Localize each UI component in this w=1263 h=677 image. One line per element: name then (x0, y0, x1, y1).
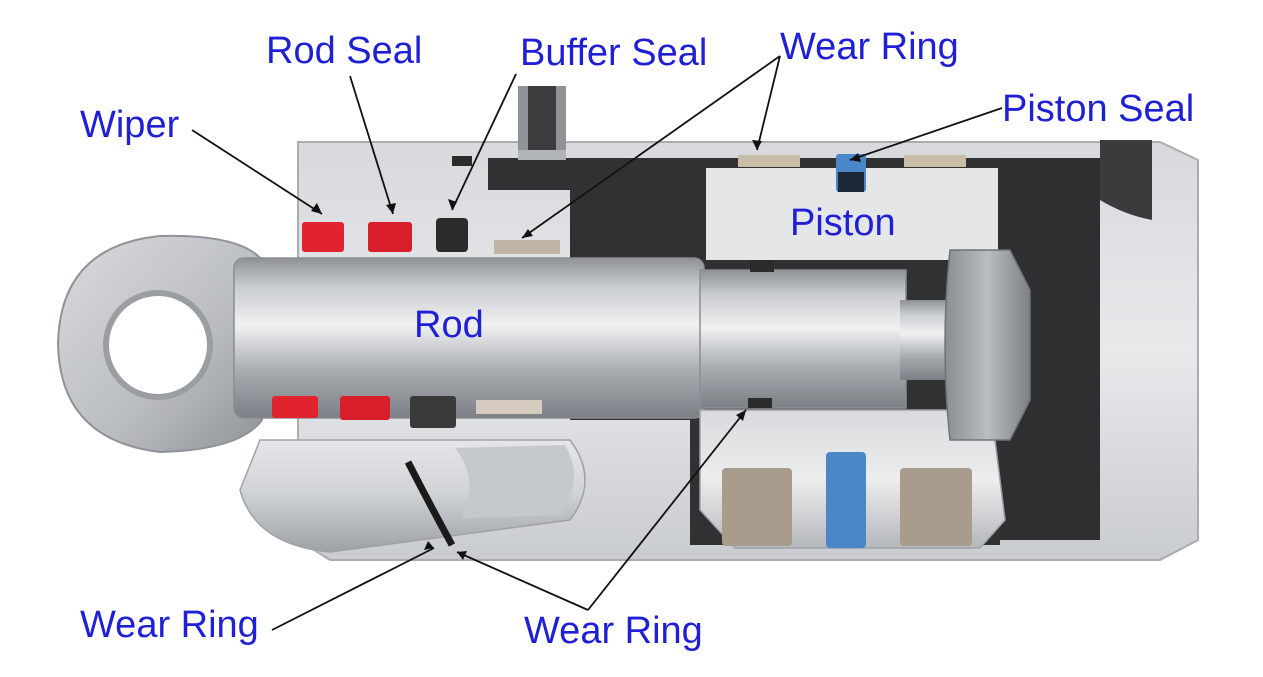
gland-cutaway (239, 439, 586, 553)
leader-wear-ring-bottom-left (271, 547, 435, 631)
buffer-seal (410, 218, 468, 428)
piston-nut (944, 249, 1031, 441)
leader-rod-seal (349, 75, 394, 215)
label-rod: Rod (414, 304, 484, 346)
piston-wear-ring (722, 155, 972, 546)
leader-wear-ring-top-a (521, 55, 781, 239)
leader-buffer-seal (451, 73, 517, 211)
label-piston-seal: Piston Seal (1002, 88, 1195, 130)
label-piston: Piston (790, 202, 896, 244)
label-wear-ring-top: Wear Ring (780, 26, 959, 68)
leader-wear-ring-bottom-center-b (587, 409, 747, 611)
leader-arrowheads (311, 140, 861, 560)
rod-seal (340, 222, 412, 420)
leader-wiper (191, 129, 323, 215)
label-rod-seal: Rod Seal (266, 30, 423, 72)
wiper-seal (272, 222, 344, 418)
label-wear-ring-bottom-left: Wear Ring (80, 604, 259, 646)
end-cap-cavity (1000, 140, 1152, 540)
leader-wear-ring-top-b (756, 55, 781, 151)
label-wear-ring-bottom-center: Wear Ring (524, 610, 703, 652)
leader-piston-seal (849, 107, 1003, 161)
rod-wear-ring (404, 240, 560, 547)
leader-wear-ring-bottom-center-a (456, 551, 589, 611)
leader-lines (191, 55, 1003, 631)
o-ring-detail (452, 156, 774, 408)
piston-seal-ring (826, 154, 866, 548)
label-buffer-seal: Buffer Seal (520, 32, 708, 74)
piston-rod (233, 257, 960, 419)
rod-eye (56, 234, 263, 454)
hydraulic-port (518, 86, 566, 160)
label-wiper: Wiper (80, 104, 180, 146)
